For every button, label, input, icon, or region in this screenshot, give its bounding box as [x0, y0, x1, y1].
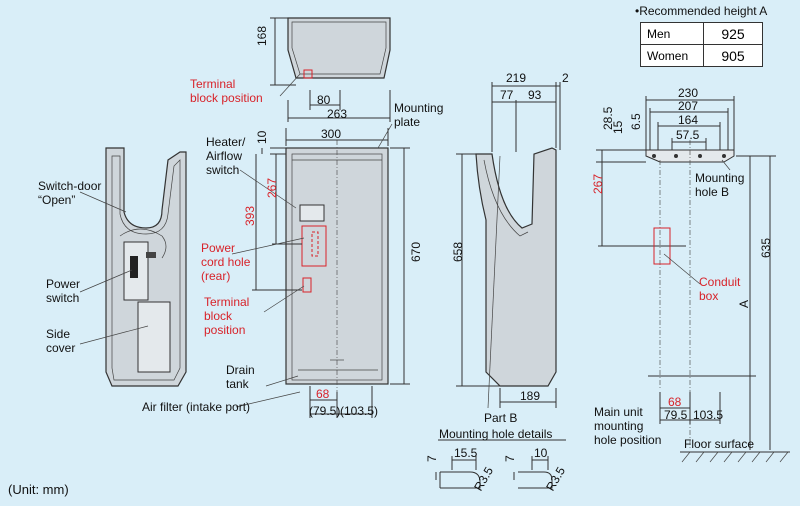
- dim-detail-15-5: 15.5: [454, 446, 478, 460]
- dim-front-393: 393: [243, 206, 257, 226]
- top-view-inner: [291, 21, 387, 75]
- height-label-women: Women: [640, 44, 704, 67]
- conduit-box-graphic: [653, 227, 671, 265]
- terminal-block-front-label-3: position: [204, 323, 245, 337]
- door-arc: [119, 228, 167, 259]
- switch-door-label-1: Switch-door: [38, 179, 101, 193]
- table-row: Men 925: [640, 22, 763, 45]
- terminal-block-front-label-2: block: [204, 309, 233, 323]
- dim-plate-164: 164: [678, 113, 698, 127]
- dim-front-300: 300: [321, 127, 341, 141]
- dim-plate-15: 15: [611, 120, 625, 134]
- dim-plate-68: 68: [668, 395, 682, 409]
- top-view: [270, 17, 391, 122]
- dim-plate-57-5: 57.5: [676, 128, 700, 142]
- drain-tank-label-1: Drain: [226, 363, 255, 377]
- heater-indicator: [146, 252, 156, 258]
- top-terminal-box: [303, 69, 313, 79]
- power-switch-graphic: [130, 256, 138, 278]
- mounting-hole-details-label: Mounting hole details: [439, 427, 552, 441]
- table-row: Women 905: [640, 44, 763, 67]
- part-b-label: Part B: [484, 411, 517, 425]
- terminal-block-top-label-1: Terminal: [190, 77, 235, 91]
- heater-switch-label-2: Airflow: [206, 149, 242, 163]
- main-unit-mounting-label-1: Main unit: [594, 405, 643, 419]
- left-view-inner: [111, 155, 181, 381]
- dim-side-658: 658: [451, 242, 465, 262]
- dim-side-189: 189: [520, 389, 540, 403]
- mounting-hole-b-label-1: Mounting: [695, 171, 744, 185]
- dim-detail-7a: 7: [425, 455, 439, 462]
- dim-front-670: 670: [409, 242, 423, 262]
- dim-side-219: 219: [506, 71, 526, 85]
- heater-switch-label-3: switch: [206, 163, 239, 177]
- height-value-women: 905: [703, 44, 763, 67]
- main-unit-mounting-label-2: mounting: [594, 419, 643, 433]
- height-value-men: 925: [703, 22, 763, 45]
- dim-plate-230: 230: [678, 86, 698, 100]
- dim-detail-7b: 7: [503, 455, 517, 462]
- terminal-block-top-label-2: block position: [190, 91, 263, 105]
- top-view-body: [287, 17, 391, 79]
- side-profile-body: [475, 147, 557, 387]
- drain-tank-label-2: tank: [226, 377, 250, 391]
- terminal-block-front-label-1: Terminal: [204, 295, 249, 309]
- side-cover-label-2: cover: [46, 341, 75, 355]
- side-cover-panel: [137, 301, 171, 373]
- dim-side-93: 93: [528, 88, 542, 102]
- dim-plate-635: 635: [759, 238, 773, 258]
- dim-front-68: 68: [316, 387, 330, 401]
- air-filter-label: Air filter (intake port): [142, 400, 250, 414]
- dim-plate-A: A: [737, 300, 751, 308]
- floor-surface-label: Floor surface: [684, 437, 754, 451]
- dim-front-267: 267: [265, 178, 279, 198]
- dim-detail-10: 10: [534, 446, 548, 460]
- dim-detail-r3-5b: R3.5: [543, 464, 568, 493]
- recommended-height-title: •Recommended height A: [635, 4, 768, 18]
- mounting-plate-label-1: Mounting: [394, 101, 443, 115]
- mounting-plate-view: [596, 96, 790, 463]
- conduit-box-label-1: Conduit: [699, 275, 741, 289]
- power-cord-label-2: cord hole: [201, 255, 251, 269]
- dim-plate-6-5: 6.5: [629, 113, 643, 130]
- unit-note: (Unit: mm): [8, 482, 69, 497]
- dim-plate-267: 267: [591, 174, 605, 194]
- power-cord-inner: [311, 231, 319, 257]
- dim-plate-79-5: 79.5: [664, 408, 688, 422]
- side-profile-view: [456, 82, 561, 409]
- dim-side-77: 77: [500, 88, 514, 102]
- mounting-plate-label-2: plate: [394, 115, 420, 129]
- dim-top-168: 168: [255, 26, 269, 46]
- power-cord-label-1: Power: [201, 241, 235, 255]
- recommended-height-table: Men 925 Women 905: [640, 22, 763, 67]
- dim-side-2: 2: [562, 71, 569, 85]
- dim-front-103-5: (103.5): [340, 404, 378, 418]
- mounting-hole-details: [435, 439, 566, 489]
- front-view: [231, 123, 410, 418]
- dim-top-263: 263: [327, 107, 347, 121]
- dim-front-10: 10: [255, 130, 269, 144]
- dim-plate-207: 207: [678, 99, 698, 113]
- power-cord-label-3: (rear): [201, 269, 230, 283]
- power-switch-label-2: switch: [46, 291, 79, 305]
- dim-top-80: 80: [317, 93, 331, 107]
- height-label-men: Men: [640, 22, 704, 45]
- front-terminal-box: [302, 277, 312, 293]
- power-switch-label-1: Power: [46, 277, 80, 291]
- left-side-view: [79, 147, 187, 387]
- dim-front-79-5: (79.5): [309, 404, 340, 418]
- main-unit-mounting-label-3: hole position: [594, 433, 661, 447]
- switch-door-label-2: “Open”: [38, 193, 75, 207]
- heater-switch-box: [299, 204, 325, 222]
- power-cord-hole-box: [301, 225, 327, 267]
- dim-detail-r3-5a: R3.5: [471, 464, 496, 493]
- conduit-box-label-2: box: [699, 289, 718, 303]
- heater-switch-label-1: Heater/: [206, 135, 246, 149]
- side-cover-label-1: Side: [46, 327, 70, 341]
- mounting-hole-b-label-2: hole B: [695, 185, 729, 199]
- dim-plate-103-5: 103.5: [693, 408, 723, 422]
- dim-plate-28-5: 28.5: [601, 106, 615, 130]
